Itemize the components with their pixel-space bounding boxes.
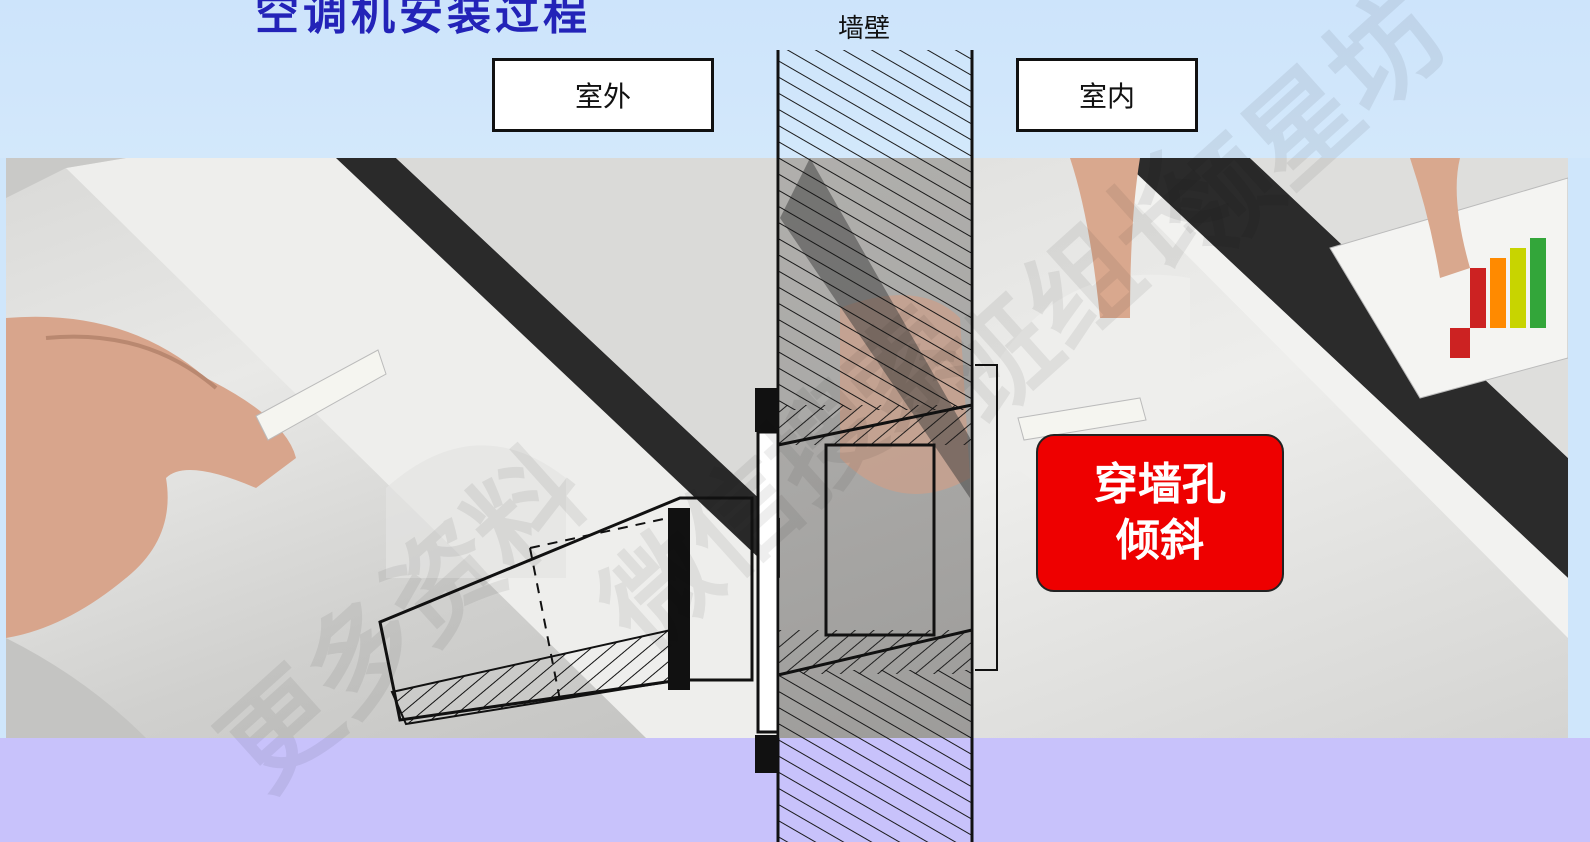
wall-label: 墙壁 [838, 14, 891, 44]
indoor-label: 室内 [1078, 80, 1135, 113]
callout-box: 穿墙孔 倾斜 [1036, 434, 1284, 592]
outdoor-label-box: 室外 [492, 58, 714, 132]
callout-line-1: 穿墙孔 [1094, 459, 1226, 510]
callout-line-2: 倾斜 [1116, 515, 1204, 566]
slide-title: 空调机安装过程 [255, 0, 591, 40]
outdoor-label: 室外 [574, 80, 631, 113]
indoor-label-box: 室内 [1016, 58, 1198, 132]
